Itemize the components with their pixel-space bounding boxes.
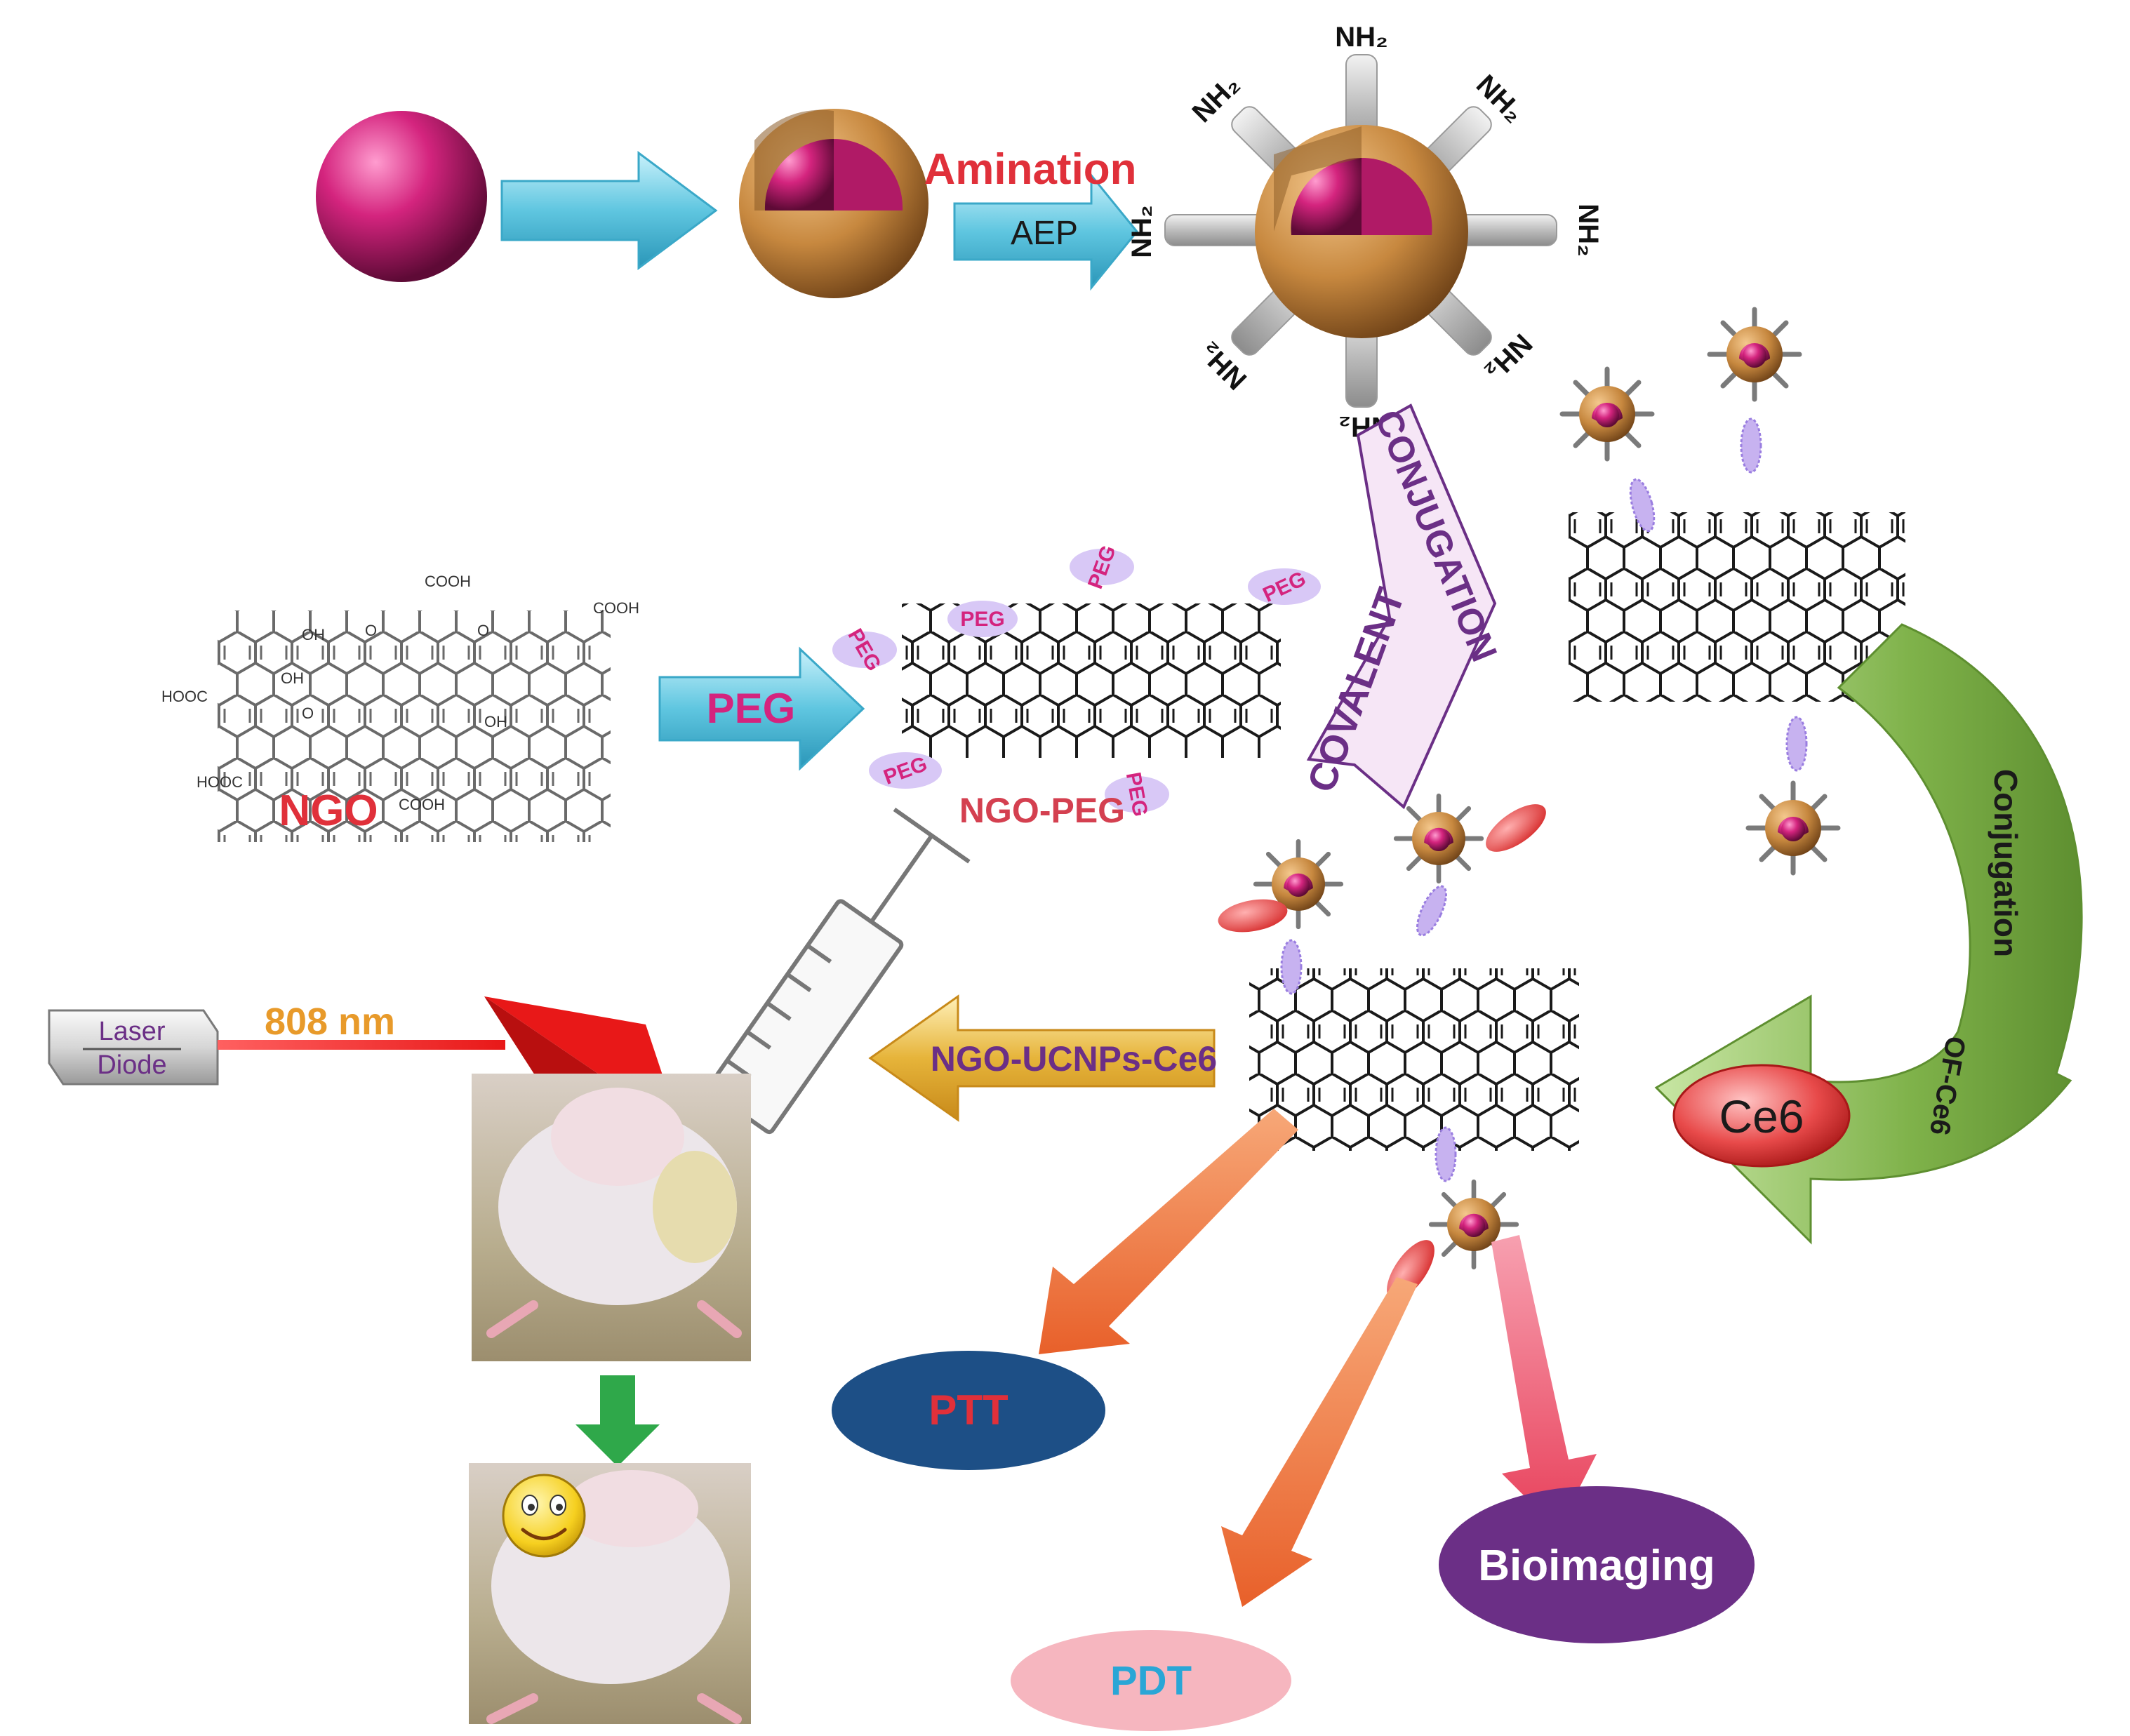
ngo-ucnps-ce6-label: NGO-UCNPs-Ce6 [931,1039,1217,1079]
oh-label: OH [302,626,325,643]
covalent-conjugation-arrow: CONJUGATION COVALENT [1298,403,1505,810]
core-shell-particle [739,109,928,298]
ngo-sheet: COOH COOH HOOC HOOC COOH OH OH OH O O O … [161,573,639,842]
ptt-label: PTT [928,1387,1008,1434]
wavelength-label: 808 nm [265,1001,395,1043]
svg-text:PEG: PEG [960,608,1004,631]
ce6-label: Ce6 [1719,1090,1804,1142]
aminated-particle: NH₂ NH₂ NH₂ NH₂ NH₂ NH₂ NH₂ NH₂ [1126,22,1604,442]
laser-label: Laser [98,1017,165,1046]
cooh-label: COOH [593,599,639,617]
laser-diode-box: Laser Diode [48,1009,219,1086]
peg-tag: PEG [869,752,942,789]
conjugation-label: Conjugation [1988,769,2024,957]
peg-tag: PEG [947,601,1018,637]
nh2-right: NH₂ [1573,203,1604,257]
peg-tag: PEG [1105,770,1169,818]
nh2-left: NH₂ [1126,205,1157,258]
mouse-photo-before [472,1074,751,1361]
hooc-label: HOOC [197,773,243,791]
ce6-mini-pill [1486,804,1546,852]
ngo-peg-label: NGO-PEG [959,791,1125,830]
bioimaging-label: Bioimaging [1478,1542,1715,1590]
bare-core-particle [316,111,487,282]
pdt-label: PDT [1110,1658,1192,1704]
cooh-label: COOH [425,573,471,590]
ngo-peg-sheet: PEG PEG PEG PEG PEG PEG NGO-PEG [832,542,1321,830]
arrow-down-green [575,1375,660,1467]
peg-arrow-label: PEG [707,685,796,732]
hooc-label: HOOC [161,688,208,705]
arrow-to-bioimaging [1491,1235,1597,1530]
ngo-ucnps-sheet [1562,309,1905,873]
cooh-label: COOH [399,796,445,813]
smiley-icon [502,1474,586,1558]
pdt-oval: PDT [1011,1630,1291,1731]
peg-tag: PEG [1070,542,1134,592]
o-label: O [365,622,377,639]
nh2-top: NH₂ [1335,22,1388,53]
peg-tag: PEG [832,625,897,675]
bioimaging-oval: Bioimaging [1439,1486,1755,1643]
arrow-amination: Amination AEP [924,145,1138,291]
peg-tag: PEG [1248,567,1321,607]
amination-label: Amination [924,145,1136,194]
o-label: O [477,622,489,639]
arrow-core-to-shell [500,151,718,270]
arrow-to-pdt [1221,1277,1418,1607]
arrow-peg: PEG [658,646,865,771]
oh-label: OH [484,713,507,730]
ce6-pill: Ce6 [1672,1064,1851,1168]
arrow-to-ptt [1039,1109,1298,1354]
o-label: O [302,705,314,722]
arrow-ngo-ucnps-ce6: NGO-UCNPs-Ce6 [868,994,1217,1122]
ngo-label: NGO [279,787,378,835]
aep-label: AEP [1011,215,1078,252]
diode-label: Diode [97,1050,166,1080]
ngo-ucnps-ce6-sheet [1218,795,1579,1300]
ce6-mini-pill [1218,899,1288,933]
oh-label: OH [281,669,304,687]
ptt-oval: PTT [832,1351,1105,1470]
